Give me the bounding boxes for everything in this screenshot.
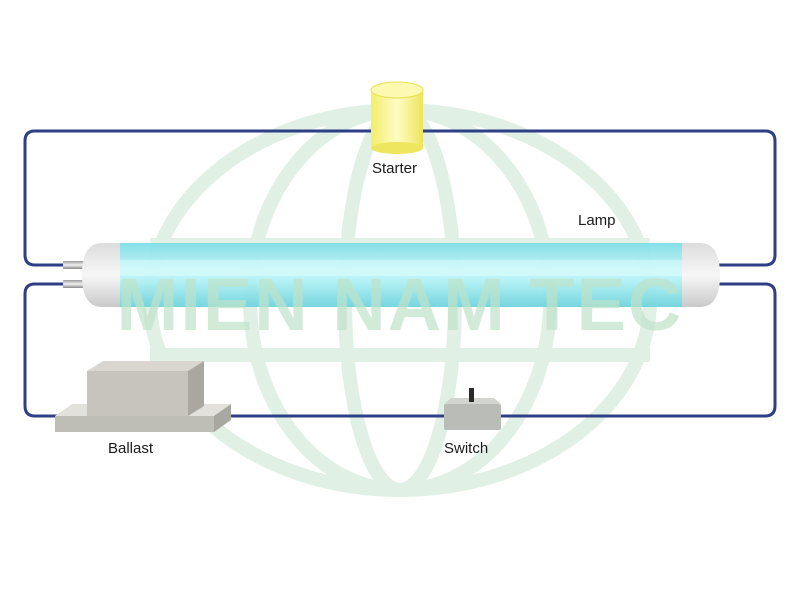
lamp-cap-left xyxy=(82,243,120,307)
wire-bottom-left xyxy=(23,282,65,418)
switch-component xyxy=(444,388,501,430)
switch-label: Switch xyxy=(444,440,489,457)
lamp-label: Lamp xyxy=(578,212,616,229)
lamp-tube xyxy=(82,243,720,307)
circuit-wires xyxy=(23,129,777,418)
ballast-component xyxy=(55,361,231,432)
wire-top-right xyxy=(422,129,777,267)
ballast-label: Ballast xyxy=(108,440,154,457)
wire-bottom-right xyxy=(501,282,777,418)
starter-component xyxy=(370,81,424,154)
starter-label: Starter xyxy=(372,160,418,177)
lamp-pins-left xyxy=(63,261,85,288)
watermark-text: MIEN NAM TEC xyxy=(117,263,684,346)
wire-top-left xyxy=(23,129,372,267)
lamp-cap-right xyxy=(682,243,720,307)
